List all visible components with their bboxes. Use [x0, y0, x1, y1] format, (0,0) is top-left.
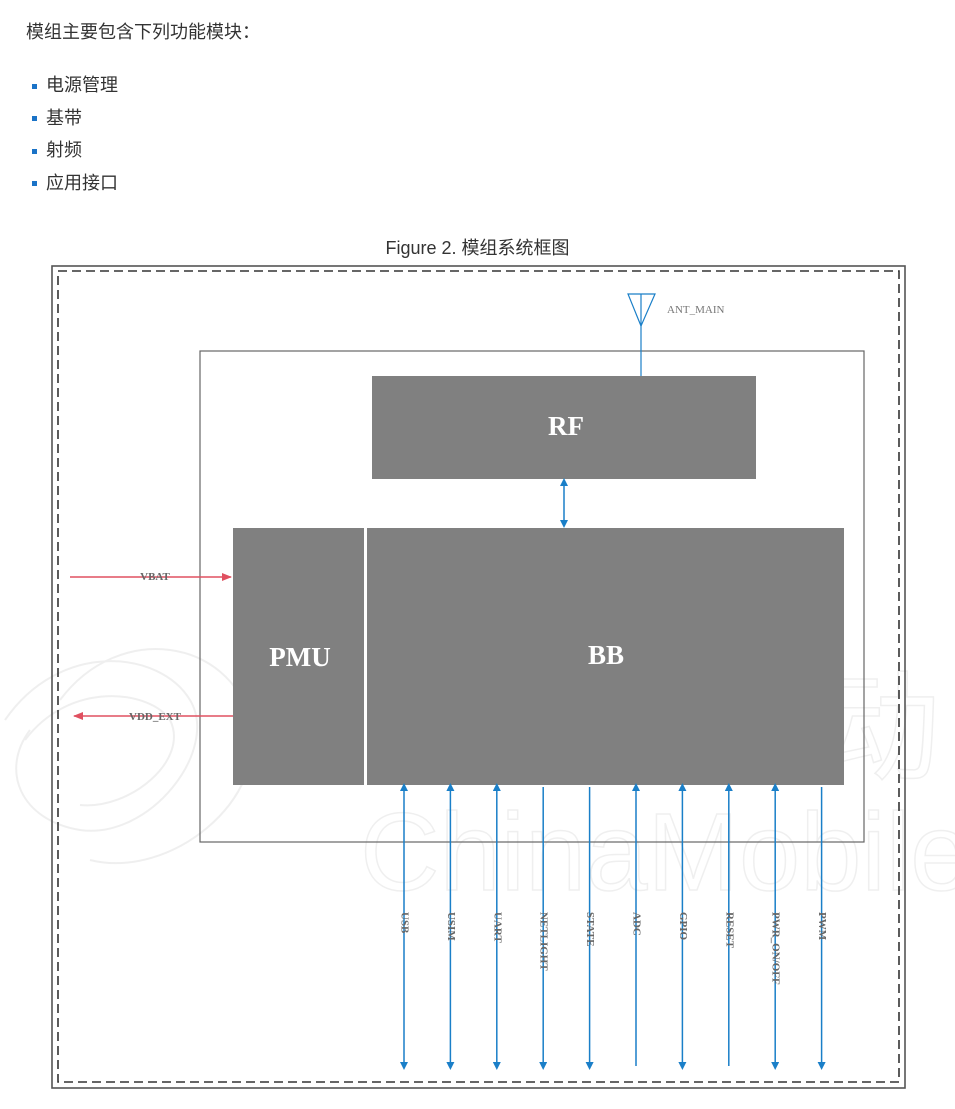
- bullet-icon: [32, 83, 37, 89]
- signal-label: PWM: [816, 912, 828, 941]
- figure-title: Figure 2. 模组系统框图: [385, 238, 570, 258]
- signal-label: USIM: [445, 912, 457, 941]
- signal-label: PWR_ON/OFF: [770, 912, 782, 985]
- bb-label: BB: [588, 640, 624, 670]
- outer-frame: [51, 265, 906, 1089]
- list-item: 基带: [32, 103, 118, 136]
- list-item: 应用接口: [32, 168, 118, 201]
- pmu-label: PMU: [269, 642, 330, 672]
- vbat-label: VBAT: [140, 571, 170, 583]
- watermark-text: ChinaMobile: [360, 791, 955, 914]
- list-item: 电源管理: [32, 70, 118, 103]
- signal-label: STATE: [584, 912, 596, 946]
- antenna-label: ANT_MAIN: [667, 304, 724, 316]
- bb-block: [367, 528, 844, 785]
- interface-signals: USB USIM UART NETLIGHT STATE ADC GPIO RESET PWR_…: [398, 783, 828, 1070]
- rf-block: [372, 376, 756, 479]
- list-item: 射频: [32, 135, 118, 168]
- core-frame: [199, 350, 865, 843]
- signal-label: RESET: [723, 912, 735, 949]
- bullet-icon: [32, 181, 37, 187]
- intro-text: 模组主要包含下列功能模块：: [26, 22, 260, 43]
- bullet-icon: [32, 116, 37, 122]
- signal-label: USB: [398, 912, 410, 934]
- module-list: 电源管理 基带 射频 应用接口: [32, 70, 118, 200]
- signal-label: GPIO: [677, 912, 689, 941]
- vdd-ext-label: VDD_EXT: [129, 711, 182, 723]
- pmu-block: [233, 528, 364, 785]
- signal-label: NETLIGHT: [538, 912, 550, 971]
- module-boundary: [57, 270, 900, 1083]
- rf-label: RF: [548, 411, 584, 441]
- signal-label: UART: [491, 912, 503, 943]
- signal-label: ADC: [630, 912, 642, 936]
- bullet-icon: [32, 148, 37, 154]
- antenna-icon: [627, 293, 656, 376]
